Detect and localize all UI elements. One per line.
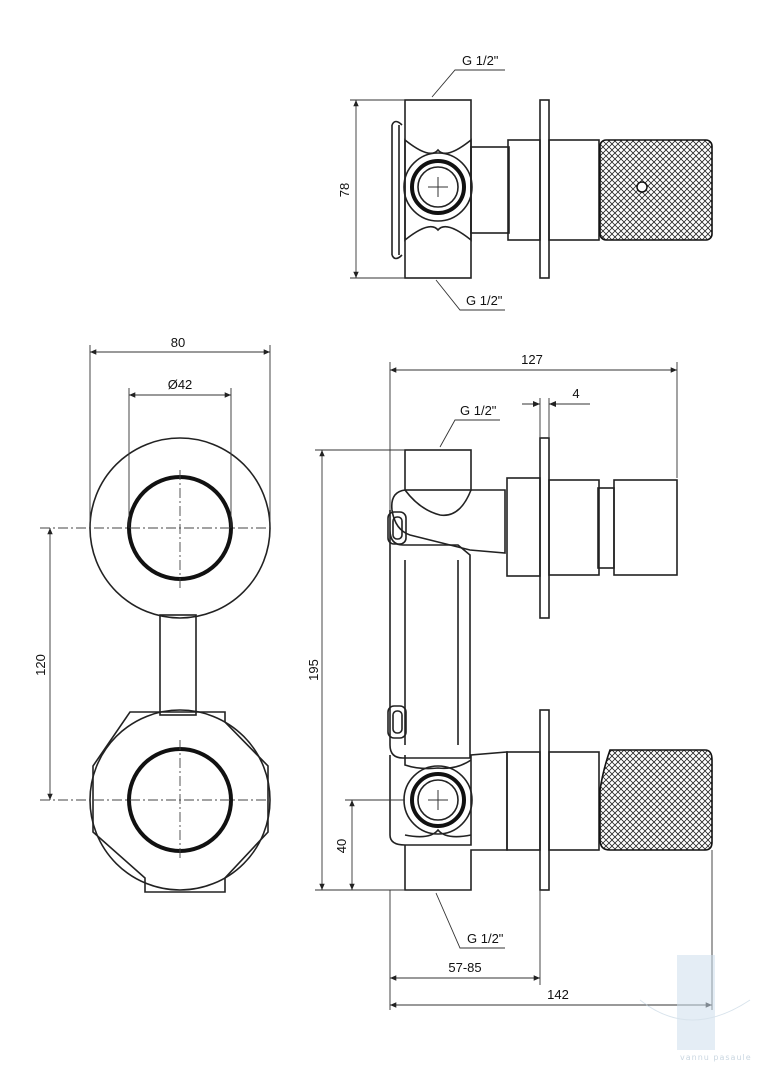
top-dim-height: 78 [337,183,352,197]
front-view: 80 Ø42 120 [33,335,271,893]
front-dim-width: 80 [171,335,185,350]
top-port-outer [403,152,473,222]
top-thread-top: G 1/2" [462,53,499,68]
side-top-port [390,489,506,554]
front-dim-spacing: 120 [33,654,48,676]
top-ears [391,125,400,255]
top-wall-plate [539,99,550,279]
side-top-handle [613,479,678,576]
watermark: vannu pasaule [639,955,752,1062]
side-dim-total-depth: 127 [521,352,543,367]
side-bottom-block [389,751,508,891]
front-dim-diameter: Ø42 [168,377,193,392]
side-dim-plate: 4 [572,386,579,401]
side-thread-top: G 1/2" [460,403,497,418]
side-body [389,510,471,759]
side-dim-install-range: 57-85 [448,960,481,975]
side-dim-bottom: 40 [334,839,349,853]
side-dim-max-depth: 142 [547,987,569,1002]
top-thread-bottom: G 1/2" [466,293,503,308]
side-thread-bottom: G 1/2" [467,931,504,946]
watermark-text: vannu pasaule [680,1053,752,1062]
side-view: 127 4 G 1/2" 195 40 G 1/2" 57-85 142 [306,352,713,1010]
side-dim-height: 195 [306,659,321,681]
side-knurled-handle [599,749,713,851]
side-top-wall-plate [539,437,550,619]
side-bottom-wall-plate [539,709,550,891]
top-view: 78 G 1/2" G 1/2" [337,53,713,311]
top-knurled-handle [599,139,713,241]
